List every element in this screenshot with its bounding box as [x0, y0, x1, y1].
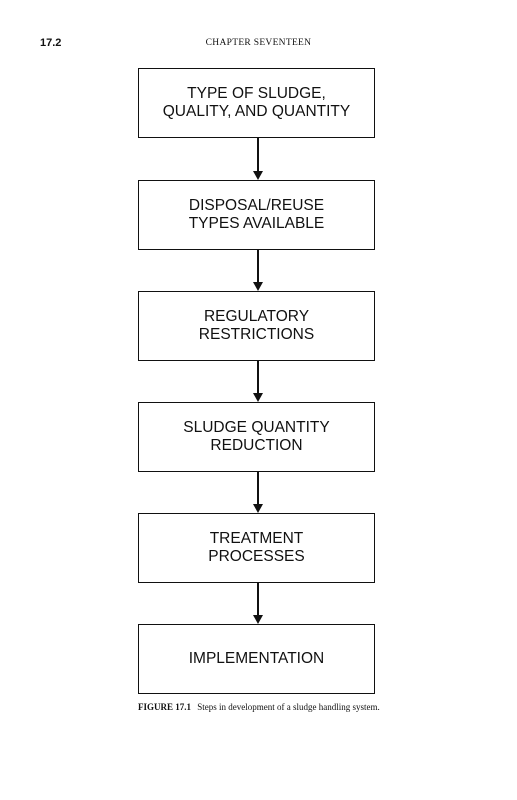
flowchart-step-implementation: IMPLEMENTATION [138, 624, 375, 694]
figure-caption-label: FIGURE 17.1 [138, 702, 192, 712]
arrow-down-icon [253, 282, 263, 291]
flowchart-step-sludge-type: TYPE OF SLUDGE, QUALITY, AND QUANTITY [138, 68, 375, 138]
arrow-down-icon [253, 171, 263, 180]
figure-caption-text: Steps in development of a sludge handlin… [197, 702, 380, 712]
flowchart-step-regulatory: REGULATORY RESTRICTIONS [138, 291, 375, 361]
arrow-down-icon [253, 393, 263, 402]
flowchart-connector-5 [257, 583, 259, 616]
flowchart-connector-3 [257, 361, 259, 394]
flowchart-connector-4 [257, 472, 259, 505]
flowchart-step-disposal-types: DISPOSAL/REUSE TYPES AVAILABLE [138, 180, 375, 250]
chapter-title: CHAPTER SEVENTEEN [205, 38, 312, 48]
flowchart-step-treatment: TREATMENT PROCESSES [138, 513, 375, 583]
arrow-down-icon [253, 504, 263, 513]
flowchart-step-quantity-reduction: SLUDGE QUANTITY REDUCTION [138, 402, 375, 472]
flowchart-connector-1 [257, 138, 259, 172]
arrow-down-icon [253, 615, 263, 624]
flowchart-connector-2 [257, 250, 259, 283]
figure-caption: FIGURE 17.1 Steps in development of a sl… [138, 702, 383, 713]
page-number: 17.2 [40, 37, 62, 49]
